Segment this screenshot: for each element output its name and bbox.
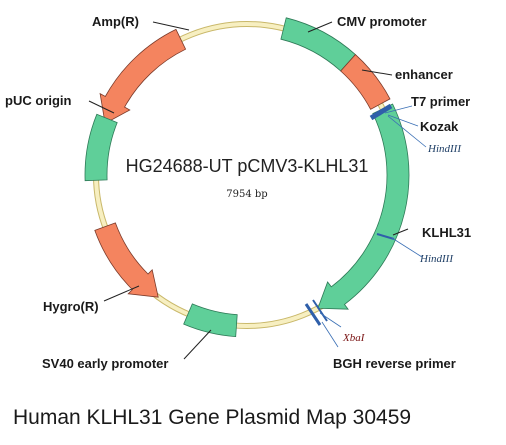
klhl31-site-tick xyxy=(376,233,395,240)
amp-label: Amp(R) xyxy=(92,14,139,29)
map-caption: Human KLHL31 Gene Plasmid Map 30459 xyxy=(13,406,411,429)
t7-primer-label: T7 primer xyxy=(411,94,470,109)
sv40-promoter-feature xyxy=(183,303,238,338)
bgh-primer-mark xyxy=(304,303,322,326)
enhancer-label: enhancer xyxy=(395,67,453,82)
xbai-site-label: XbaI xyxy=(342,332,366,344)
klhl31-label: KLHL31 xyxy=(422,225,471,240)
puc-origin-label: pUC origin xyxy=(5,93,71,108)
enhancer-feature xyxy=(340,54,391,110)
bgh-primer-mark-2 xyxy=(312,299,328,322)
t7-primer-mark xyxy=(369,103,393,121)
hygro-label: Hygro(R) xyxy=(43,299,99,314)
sv40-promoter-label: SV40 early promoter xyxy=(42,356,168,371)
kozak-label: Kozak xyxy=(420,119,459,134)
site-leader-lines xyxy=(319,105,427,348)
amp-feature-arrow xyxy=(99,28,187,125)
hygro-feature-arrow xyxy=(94,222,159,298)
leader-lines xyxy=(88,21,409,360)
plasmid-size: 7954 bp xyxy=(226,189,267,200)
cmv-promoter-label: CMV promoter xyxy=(337,14,427,29)
hindiii-site-label-1: HindIII xyxy=(427,143,462,155)
puc-origin-feature xyxy=(84,113,118,182)
klhl31-feature-arrow xyxy=(317,103,410,310)
plasmid-title: HG24688-UT pCMV3-KLHL31 xyxy=(126,156,369,176)
bgh-primer-label: BGH reverse primer xyxy=(333,356,456,371)
features-layer xyxy=(84,17,410,338)
hindiii-site-label-2: HindIII xyxy=(419,253,454,265)
